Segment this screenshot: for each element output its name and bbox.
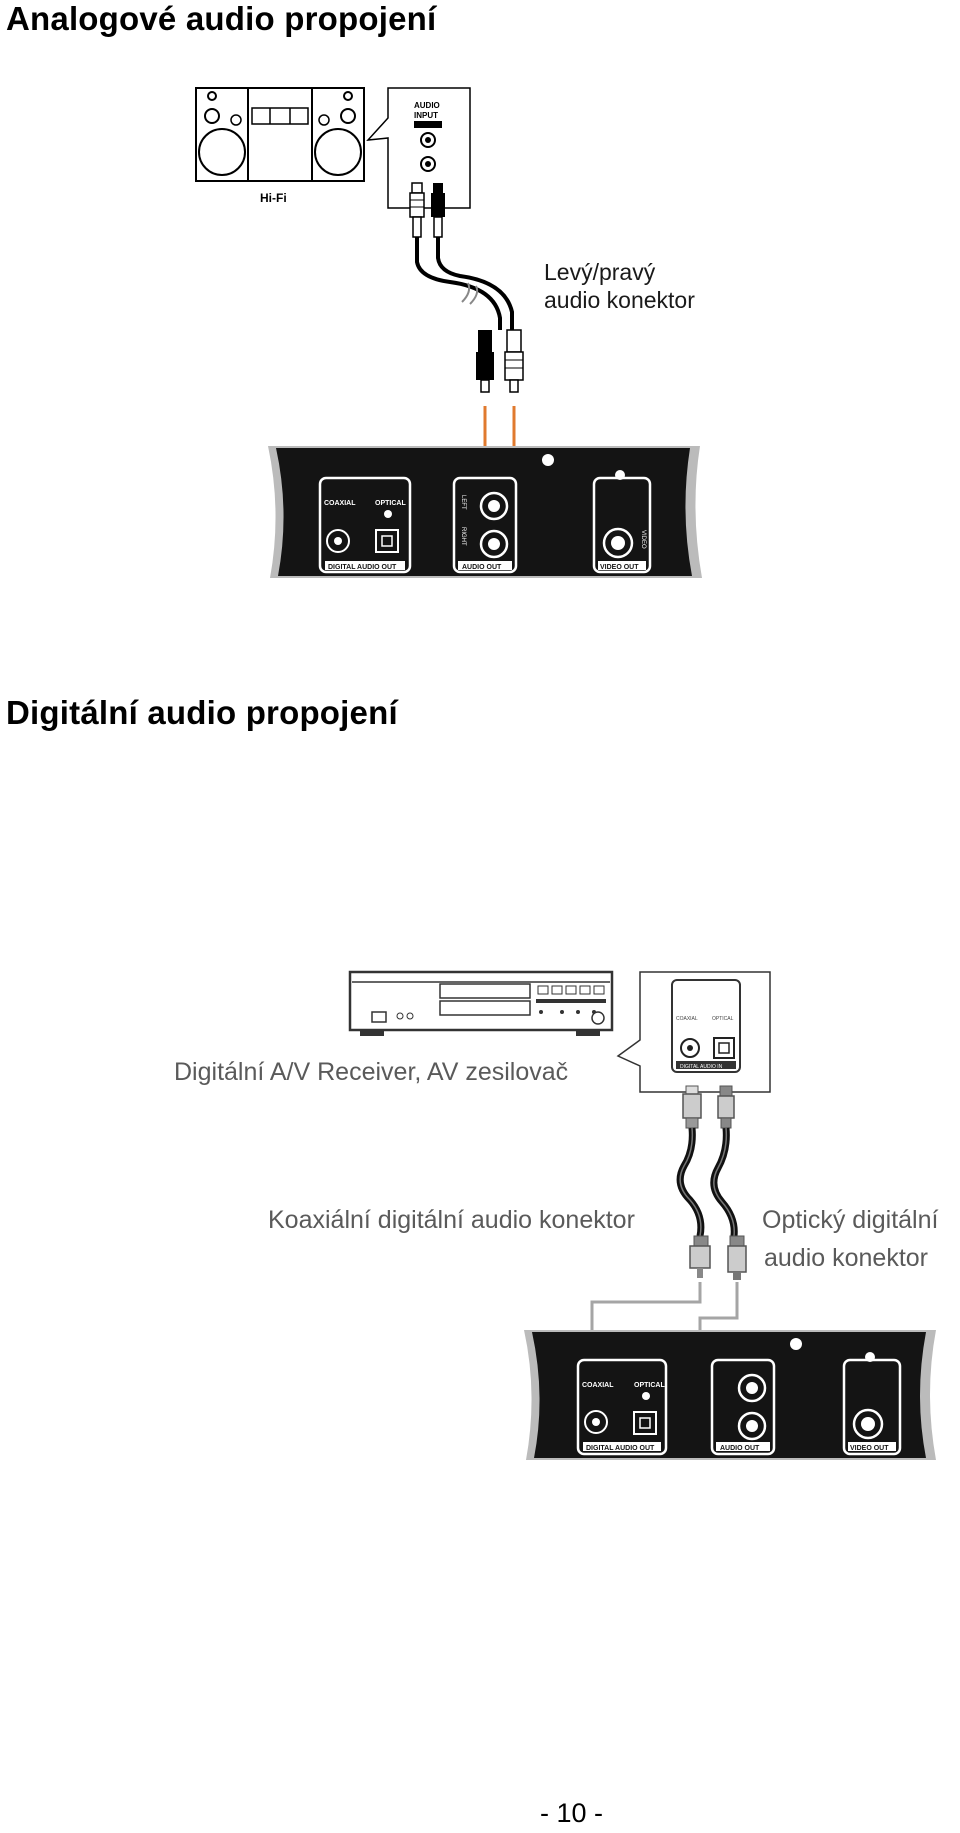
audio-input-label-2: INPUT xyxy=(414,111,438,120)
panel1-right-label: RIGHT xyxy=(460,527,466,546)
coaxial-connector-label: Koaxiální digitální audio konektor xyxy=(268,1206,635,1234)
section-heading-analog: Analogové audio propojení xyxy=(6,0,437,37)
receiver-input-callout: COAXIAL OPTICAL DIGITAL AUDIO IN xyxy=(616,971,771,1093)
inset-optical-label: OPTICAL xyxy=(712,1016,734,1022)
rca-plug-bottom-black xyxy=(476,330,494,393)
panel1-coaxial-label: COAXIAL xyxy=(324,500,356,507)
rca-plug-bottom-white xyxy=(504,329,524,393)
player-back-panel-digital: COAXIAL OPTICAL DIGITAL AUDIO OUT AUDIO … xyxy=(524,1330,936,1460)
lr-connector-label-line1: Levý/pravý xyxy=(544,259,656,285)
page-number: - 10 - xyxy=(540,1798,604,1828)
optical-connector-label-line1: Optický digitální xyxy=(762,1206,939,1234)
panel1-left-label: LEFT xyxy=(460,495,466,510)
panel1-audio-out-label: AUDIO OUT xyxy=(462,564,502,571)
panel1-video-out-label: VIDEO OUT xyxy=(600,564,639,571)
panel2-optical-label: OPTICAL xyxy=(634,1382,665,1389)
panel2-digital-audio-out-label: DIGITAL AUDIO OUT xyxy=(586,1445,655,1452)
panel1-optical-label: OPTICAL xyxy=(375,500,406,507)
audio-input-label-1: AUDIO xyxy=(414,101,440,110)
inset-coaxial-label: COAXIAL xyxy=(676,1016,698,1022)
section-heading-digital: Digitální audio propojení xyxy=(6,694,398,731)
panel1-video-label: VIDEO xyxy=(640,530,646,549)
panel2-video-out-label: VIDEO OUT xyxy=(850,1445,889,1452)
panel2-audio-out-label: AUDIO OUT xyxy=(720,1445,760,1452)
hifi-system xyxy=(195,87,365,182)
av-receiver-label: Digitální A/V Receiver, AV zesilovač xyxy=(174,1058,569,1086)
panel2-coaxial-label: COAXIAL xyxy=(582,1382,614,1389)
player-back-panel-analog: COAXIAL OPTICAL DIGITAL AUDIO OUT LEFT R… xyxy=(268,446,702,578)
av-receiver xyxy=(348,970,614,1036)
audio-input-callout: AUDIO INPUT xyxy=(366,87,471,209)
inset-digital-audio-in-label: DIGITAL AUDIO IN xyxy=(680,1064,723,1070)
optical-connector-label-line2: audio konektor xyxy=(764,1244,929,1272)
hifi-label: Hi-Fi xyxy=(260,191,287,205)
panel1-digital-audio-out-label: DIGITAL AUDIO OUT xyxy=(328,564,397,571)
lr-connector-label-line2: audio konektor xyxy=(544,287,695,313)
